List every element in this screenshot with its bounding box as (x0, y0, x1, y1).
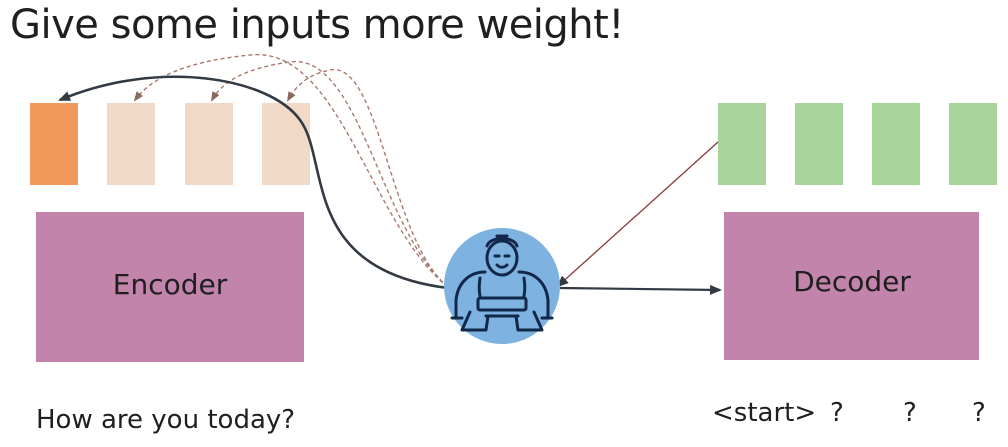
decoder-state-4 (949, 103, 997, 185)
decoder-query-arrow (556, 141, 719, 288)
dashed-attention-arrow-4 (286, 69, 449, 288)
encoder-state-3 (185, 103, 233, 185)
decoder-state-2 (795, 103, 843, 185)
encoder-state-1-highlighted (30, 103, 78, 185)
encoder-input-sentence: How are you today? (36, 405, 296, 435)
decoder-token-4: ? (972, 398, 986, 428)
decoder-token-3: ? (903, 398, 917, 428)
decoder-token-start: <start> (712, 398, 817, 428)
main-attention-arrow (58, 75, 449, 290)
sumo-wrestler-icon (444, 228, 560, 344)
context-to-decoder-arrow (559, 284, 722, 295)
encoder-state-4 (262, 103, 310, 185)
page-title: Give some inputs more weight! (10, 2, 624, 48)
decoder-box (724, 212, 979, 360)
encoder-state-2 (107, 103, 155, 185)
encoder-label: Encoder (113, 268, 228, 301)
decoder-label: Decoder (793, 265, 911, 298)
dashed-attention-arrow-3 (211, 61, 449, 288)
decoder-state-3 (872, 103, 920, 185)
decoder-token-2: ? (830, 398, 844, 428)
decoder-state-1 (718, 103, 766, 185)
encoder-box (36, 212, 304, 362)
